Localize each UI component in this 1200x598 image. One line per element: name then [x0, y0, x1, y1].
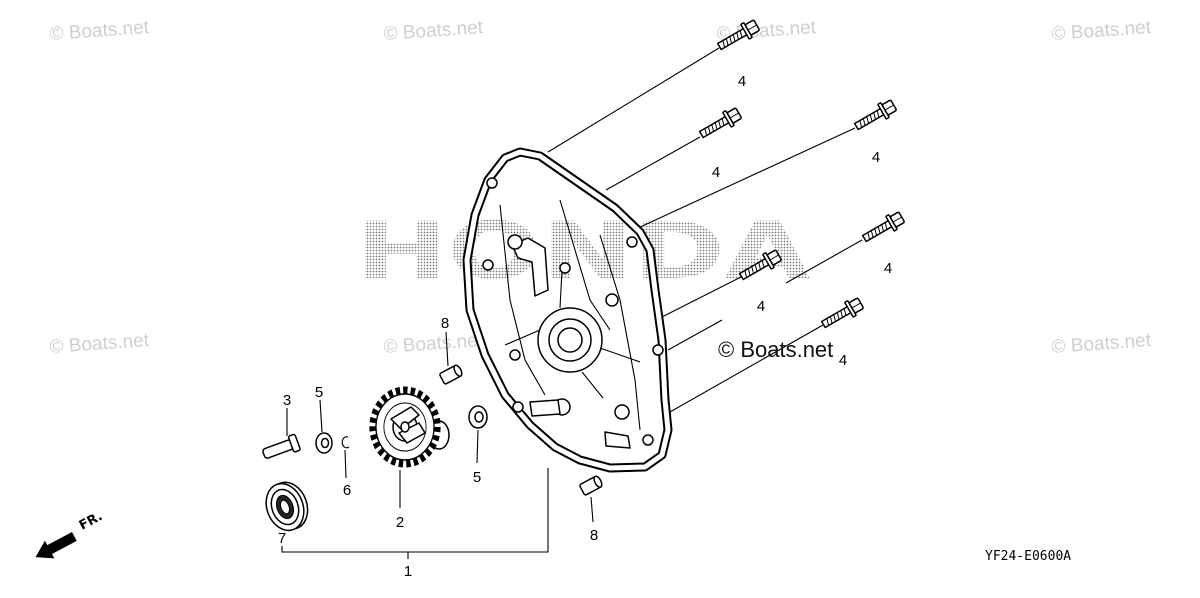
callout-labels: 4 4 4 4 4 4 8 8 3 5 5 6 2 7 1 [278, 73, 892, 580]
honda-logo: HONDA [355, 207, 810, 297]
watermark-text: © Boats.net [383, 17, 484, 45]
callout-6[interactable]: 6 [343, 482, 351, 499]
washer-part-5[interactable] [315, 432, 333, 454]
bolt-part-4[interactable] [859, 208, 907, 247]
clip-part-6[interactable] [341, 436, 350, 449]
callout-5[interactable]: 5 [315, 384, 323, 401]
callout-4[interactable]: 4 [872, 149, 880, 166]
watermark-text: © Boats.net [49, 330, 150, 358]
callout-7[interactable]: 7 [278, 530, 286, 547]
watermark-main: © Boats.net [718, 337, 833, 362]
bolt-part-4[interactable] [818, 294, 866, 333]
dowel-pin-part-8[interactable] [439, 364, 463, 385]
shaft-part-3[interactable] [261, 433, 301, 462]
diagram-code: YF24-E0600A [985, 549, 1071, 564]
callout-4[interactable]: 4 [738, 73, 746, 90]
dowel-pin-part-8[interactable] [579, 475, 603, 496]
watermark-text: © Boats.net [383, 330, 484, 358]
callout-1[interactable]: 1 [404, 563, 412, 580]
direction-label: FR. [77, 509, 105, 534]
callout-5[interactable]: 5 [473, 469, 481, 486]
callout-4[interactable]: 4 [839, 352, 847, 369]
governor-gear-part-2[interactable] [369, 386, 450, 468]
crankcase-cover[interactable] [462, 147, 673, 473]
callout-8[interactable]: 8 [441, 315, 449, 332]
watermark-text: © Boats.net [1051, 17, 1152, 45]
callout-3[interactable]: 3 [283, 392, 291, 409]
callout-8[interactable]: 8 [590, 527, 598, 544]
arrow-left-down-icon [35, 532, 77, 559]
callout-2[interactable]: 2 [396, 514, 404, 531]
callout-4[interactable]: 4 [757, 298, 765, 315]
callout-4[interactable]: 4 [712, 164, 720, 181]
oil-seal-part-7[interactable] [260, 477, 314, 536]
callout-4[interactable]: 4 [884, 260, 892, 277]
front-direction-indicator: FR. [35, 509, 105, 559]
bolt-leader-lines [547, 47, 863, 413]
watermark-text: © Boats.net [1051, 330, 1152, 358]
bolt-part-4[interactable] [696, 104, 744, 143]
washer-part-5[interactable] [468, 405, 488, 429]
bolt-part-4[interactable] [851, 96, 899, 135]
callout-leaders [281, 331, 594, 559]
watermark-text: © Boats.net [49, 17, 150, 45]
watermark-layer: © Boats.net © Boats.net © Boats.net © Bo… [49, 17, 1152, 358]
